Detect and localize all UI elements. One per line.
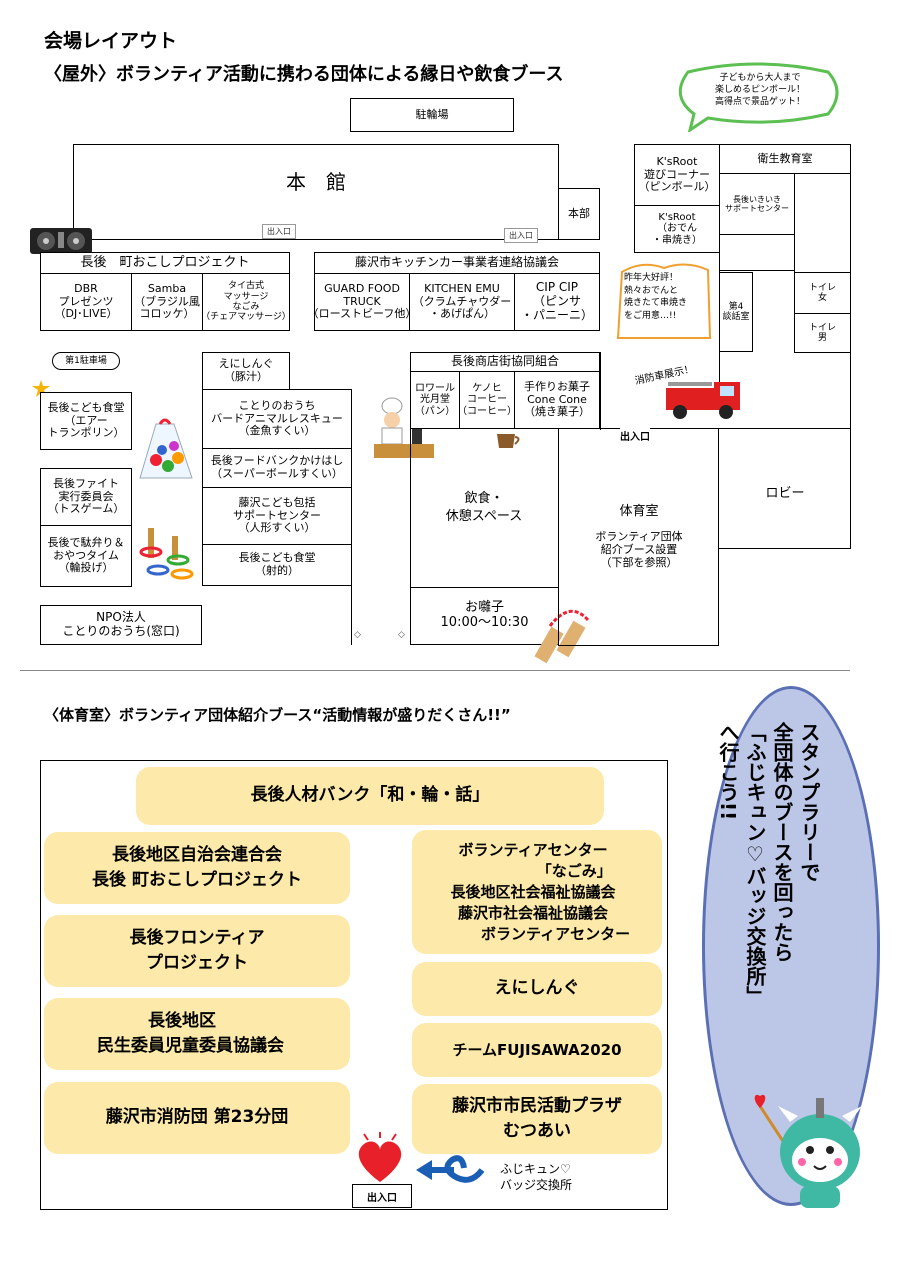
- heart-icon: [358, 1132, 402, 1182]
- stamp-rally-text: スタンプラリーで 全団体のブースを回ったら 「ふじキュン♡バッジ交換所」 へ行こ…: [716, 722, 821, 1006]
- booth-fight: 長後ファイト 実行委員会 （トスゲーム）: [40, 468, 132, 526]
- main-building: 本 館: [73, 144, 559, 240]
- parking-1: 第1駐車場: [52, 352, 120, 370]
- firetruck-icon: [666, 382, 740, 419]
- booth-samba: Samba （ブラジル風 コロッケ）: [131, 273, 203, 331]
- room-ikiiki: 長後いきいき サポートセンター: [719, 173, 795, 235]
- fujikyun-mascot-icon: [754, 1094, 862, 1208]
- booth-volunteer-center: ボランティアセンター 「なごみ」 長後地区社会福祉協議会 藤沢市社会福祉協議会 …: [412, 830, 662, 954]
- page-title: 会場レイアウト: [44, 30, 178, 52]
- gym-room: 体育室: [619, 504, 659, 519]
- booth-shobodan: 藤沢市消防団 第23分団: [44, 1082, 350, 1154]
- booth-kitchen-emu: KITCHEN EMU （クラムチャウダー ・あげぱん）: [409, 273, 515, 331]
- gym-floor-frame: [40, 760, 668, 1210]
- gym-exit-label: 出入口: [620, 428, 650, 443]
- ohayashi-stage: お囃子 10:00～10:30: [410, 587, 559, 645]
- room-eisei: 衛生教育室: [719, 144, 851, 174]
- badge-exchange-label: ふじキュン♡ バッジ交換所: [500, 1162, 573, 1192]
- room-dai4: 第4 談話室: [719, 272, 753, 352]
- booth-thai-massage: タイ古式 マッサージ なごみ （チェアマッサージ）: [201, 273, 291, 331]
- booth-jinzai-bank: 長後人材バンク「和・輪・話」: [136, 767, 604, 825]
- booth-dagashi: 長後で駄弁り＆ おやつタイム （輪投げ）: [40, 525, 132, 587]
- toilet-male: トイレ 男: [794, 313, 851, 353]
- booth-ksroot-play: K'sRoot 遊びコーナー （ピンボール）: [634, 144, 720, 206]
- machiokoshi-header: 長後 町おこしプロジェクト: [40, 252, 290, 274]
- booth-kotori-rescue: ことりのおうち バードアニマルレスキュー （金魚すくい）: [202, 389, 352, 449]
- exit-label: 出入口: [262, 224, 296, 239]
- booth-dbr: DBR プレゼンツ （DJ･LIVE）: [40, 273, 132, 331]
- diamond-marker-icon: ◇: [354, 630, 361, 640]
- booth-minsei: 長後地区 民生委員児童委員協議会: [44, 998, 350, 1070]
- arrow-icon: [416, 1155, 485, 1183]
- booth-kodomo-shokudo-shateki: 長後こども食堂 （射的）: [202, 544, 352, 586]
- gym-section-exit: 出入口: [352, 1184, 412, 1208]
- booth-guard-food-truck: GUARD FOOD TRUCK （ローストビーフ他）: [308, 273, 416, 331]
- oden-callout-text: 昨年大好評！ 熱々おでんと 焼きたて串焼き をご用意…!!: [624, 273, 688, 321]
- booth-rowaru: ロワール 光月堂 （パン）: [410, 371, 460, 429]
- pinball-callout-bubble: [678, 62, 839, 132]
- hyoshigi-clappers-icon: [534, 609, 590, 664]
- headquarters: 本部: [558, 188, 600, 240]
- booth-enishingu: えにしんぐ: [412, 962, 662, 1016]
- page-subtitle: 〈屋外〉ボランティア活動に携わる団体による縁日や飲食ブース: [44, 64, 564, 85]
- star-icon: [32, 380, 50, 397]
- gym-section-title: 〈体育室〉ボランティア団体紹介ブース“活動情報が盛りだくさん!!”: [44, 706, 511, 724]
- gym-note: ボランティア団体 紹介ブース設置 （下部を参照）: [595, 530, 683, 570]
- booth-kodomo-houkatsu: 藤沢こども包括 サポートセンター （人形すくい）: [202, 487, 352, 545]
- dj-turntable-icon: [30, 228, 92, 254]
- booth-jichikai: 長後地区自治会連合会 長後 町おこしプロジェクト: [44, 832, 350, 904]
- booth-foodbank: 長後フードバンクかけはし （スーパーボールすくい）: [202, 448, 352, 488]
- dining-rest-space: 飲食・ 休憩スペース: [445, 491, 523, 525]
- diamond-marker-icon: ◇: [398, 630, 405, 640]
- coffee-cup-icon: [497, 434, 520, 448]
- toilet-female: トイレ 女: [794, 272, 851, 314]
- booth-team-fujisawa: チームFUJISAWA2020: [412, 1023, 662, 1077]
- booth-cip-cip: CIP CIP （ピンサ ・パニーニ）: [514, 273, 600, 331]
- booth-conecone: 手作りお菓子 Cone Cone （焼き菓子）: [514, 371, 600, 429]
- exit-label: 出入口: [504, 228, 538, 243]
- bicycle-parking: 駐輪場: [350, 98, 514, 132]
- oden-callout-bubble: [616, 263, 712, 339]
- booth-kodomo-shokudo-trampoline: 長後こども食堂 （エアー トランポリン）: [40, 392, 132, 450]
- kitchencar-header: 藤沢市キッチンカー事業者連絡協議会: [314, 252, 600, 274]
- booth-mutsuai: 藤沢市市民活動プラザ むつあい: [412, 1084, 662, 1154]
- chef-icon: [374, 397, 434, 458]
- booth-npo-kotori: NPO法人 ことりのおうち(窓口): [40, 605, 202, 645]
- ring-toss-icon: [139, 528, 194, 580]
- lobby: ロビー: [765, 486, 805, 501]
- booth-kenohi: ケノヒ コーヒー （コーヒー）: [457, 371, 517, 429]
- candy-bag-icon: [139, 418, 193, 479]
- shotengai-header: 長後商店街協同組合: [410, 352, 600, 372]
- booth-frontier: 長後フロンティア プロジェクト: [44, 915, 350, 987]
- booth-ksroot-oden: K'sRoot （おでん ・串焼き）: [634, 205, 720, 253]
- pinball-callout-text: 子どもから大人まで 楽しめるピンボール！ 高得点で景品ゲット！: [714, 73, 805, 108]
- booth-enishingu-tonjiru: えにしんぐ （豚汁）: [202, 352, 290, 390]
